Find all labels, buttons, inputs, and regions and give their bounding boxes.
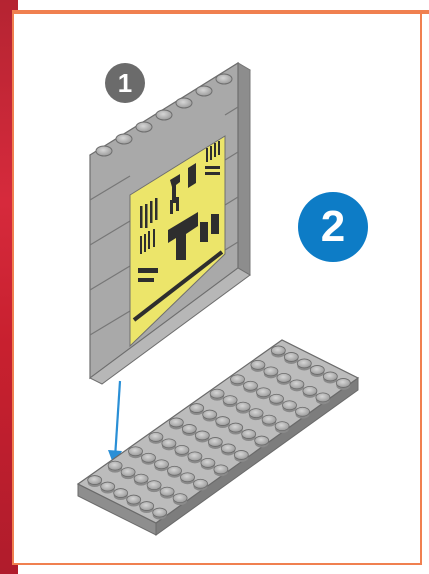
baseplate-stud (284, 352, 298, 361)
baseplate-stud (316, 393, 330, 402)
baseplate-stud (201, 458, 215, 467)
step-2-badge: 2 (298, 192, 368, 262)
baseplate-stud (251, 360, 265, 369)
baseplate-stud (169, 418, 183, 427)
baseplate-stud (242, 430, 256, 439)
baseplate-stud (323, 372, 337, 381)
baseplate-stud (195, 431, 209, 440)
baseplate-stud (149, 432, 163, 441)
wall-panel (90, 63, 250, 384)
step-1-badge: 1 (105, 63, 145, 103)
baseplate-stud (271, 346, 285, 355)
baseplate-stud (147, 481, 161, 490)
baseplate-stud (310, 365, 324, 374)
baseplate-stud (277, 373, 291, 382)
placement-arrow-icon (108, 381, 122, 466)
baseplate-stud (134, 474, 148, 483)
baseplate-stud (229, 423, 243, 432)
baseplate-stud (270, 394, 284, 403)
baseplate-stud (303, 386, 317, 395)
baseplate-stud (216, 417, 230, 426)
baseplate-stud (275, 422, 289, 431)
baseplate-stud (210, 389, 224, 398)
baseplate-stud (121, 468, 135, 477)
baseplate-stud (208, 437, 222, 446)
baseplate-stud (181, 473, 195, 482)
baseplate-stud (336, 378, 350, 387)
baseplate-stud (162, 439, 176, 448)
baseplate-stud (140, 502, 154, 511)
baseplate-stud (203, 410, 217, 419)
baseplate-stud (249, 409, 263, 418)
baseplate-stud (173, 494, 187, 503)
baseplate-stud (283, 401, 297, 410)
baseplate-stud (88, 476, 102, 485)
baseplate-stud (160, 487, 174, 496)
baseplate-stud (264, 367, 278, 376)
baseplate-stud (231, 375, 245, 384)
baseplate-stud (194, 479, 208, 488)
baseplate-stud (182, 424, 196, 433)
baseplate-stud (296, 407, 310, 416)
step-1-number: 1 (118, 68, 132, 99)
baseplate-stud (101, 482, 115, 491)
baseplate-stud (127, 495, 141, 504)
baseplate-stud (214, 465, 228, 474)
baseplate-stud (257, 388, 271, 397)
baseplate-stud (290, 380, 304, 389)
baseplate-stud (297, 359, 311, 368)
baseplate-stud (255, 436, 269, 445)
baseplate-stud (221, 444, 235, 453)
baseplate-stud (236, 402, 250, 411)
baseplate-stud (262, 415, 276, 424)
baseplate-stud (234, 450, 248, 459)
baseplate-stud (114, 489, 128, 498)
baseplate-stud (223, 396, 237, 405)
baseplate-stud (153, 508, 167, 517)
baseplate-stud (190, 404, 204, 413)
baseplate-stud (108, 461, 122, 470)
baseplate-stud (175, 445, 189, 454)
baseplate-stud (142, 453, 156, 462)
baseplate-stud (168, 466, 182, 475)
baseplate-stud (155, 460, 169, 469)
baseplate-stud (129, 447, 143, 456)
baseplate-stud (244, 381, 258, 390)
baseplate-stud (188, 452, 202, 461)
step-2-number: 2 (321, 202, 345, 252)
